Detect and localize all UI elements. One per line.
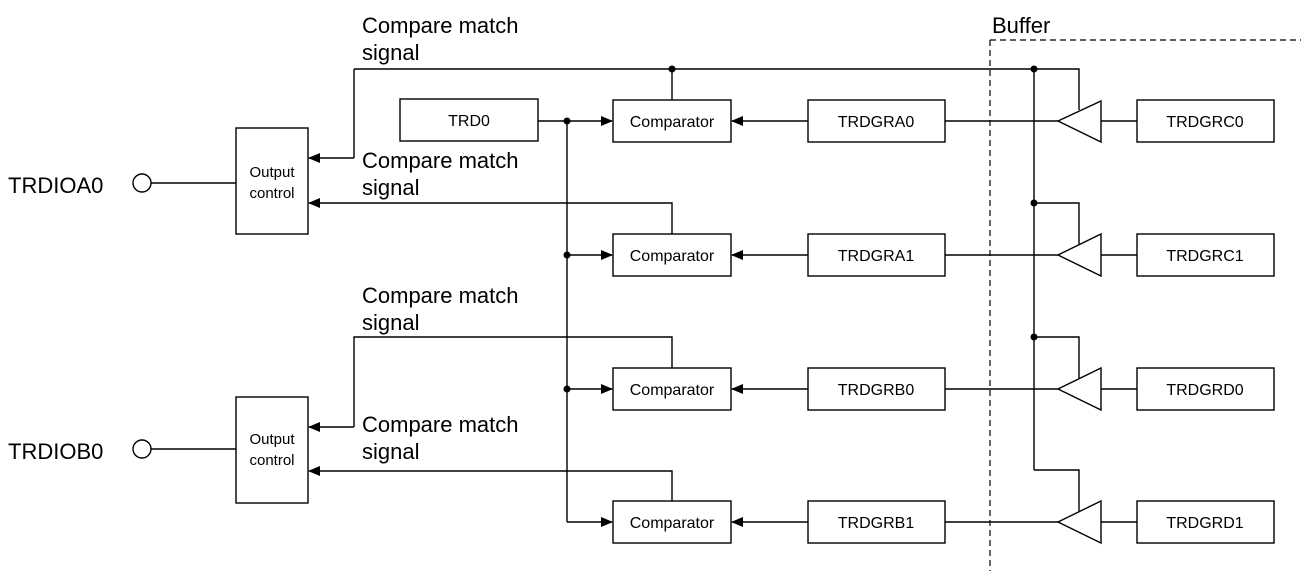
- output-control-line1: Output: [249, 431, 295, 448]
- compare-match-line2: signal: [362, 175, 419, 200]
- register-trdgrc1: TRDGRC1: [1136, 233, 1275, 277]
- comparator-label: Comparator: [630, 382, 715, 399]
- register-trdgrd0: TRDGRD0: [1136, 367, 1275, 411]
- register-label: TRDGRB1: [838, 515, 915, 532]
- register-trdgra0: TRDGRA0: [807, 99, 946, 143]
- terminal-pin-a-icon: [132, 173, 152, 193]
- comparator-label: Comparator: [630, 114, 715, 131]
- register-trdgrc0: TRDGRC0: [1136, 99, 1275, 143]
- comparator-3: Comparator: [612, 367, 732, 411]
- register-label: TRDGRC0: [1166, 114, 1243, 131]
- register-label: TRDGRA0: [838, 114, 915, 131]
- output-control-line1: Output: [249, 164, 295, 181]
- output-control-line2: control: [249, 452, 294, 469]
- compare-match-line2: signal: [362, 40, 419, 65]
- comparator-label: Comparator: [630, 248, 715, 265]
- comparator-4: Comparator: [612, 500, 732, 544]
- buffer-gate-2: [945, 202, 1137, 278]
- comparator-1: Comparator: [612, 99, 732, 143]
- buffer-gate-4: [945, 469, 1137, 545]
- comparator-2: Comparator: [612, 233, 732, 277]
- compare-match-line1: Compare match: [362, 13, 519, 38]
- compare-match-line2: signal: [362, 439, 419, 464]
- compare-match-label-3: Compare match signal: [362, 283, 519, 335]
- register-trdgra1: TRDGRA1: [807, 233, 946, 277]
- output-control-b: Output control: [235, 396, 309, 504]
- output-control-line2: control: [249, 185, 294, 202]
- comparator-label: Comparator: [630, 515, 715, 532]
- compare-match-label-2: Compare match signal: [362, 148, 519, 200]
- buffer-label: Buffer: [992, 13, 1050, 38]
- compare-match-label-4: Compare match signal: [362, 412, 519, 464]
- register-label: TRDGRC1: [1166, 248, 1243, 265]
- register-trdgrd1: TRDGRD1: [1136, 500, 1275, 544]
- output-control-a: Output control: [235, 127, 309, 235]
- compare-match-line1: Compare match: [362, 412, 519, 437]
- compare-match-line1: Compare match: [362, 283, 519, 308]
- junction-dot: [1030, 199, 1038, 207]
- buffer-gate-1: [945, 68, 1137, 144]
- junction-dot: [1030, 333, 1038, 341]
- register-label: TRDGRD1: [1166, 515, 1243, 532]
- register-trdgrb0: TRDGRB0: [807, 367, 946, 411]
- buffer-gate-3: [945, 336, 1137, 412]
- register-label: TRDGRD0: [1166, 382, 1243, 399]
- buffer-region: Buffer: [989, 13, 1301, 571]
- counter-trd0: TRD0: [399, 98, 539, 142]
- terminal-label-trdiob0: TRDIOB0: [8, 439, 103, 464]
- register-label: TRDGRB0: [838, 382, 915, 399]
- compare-match-line2: signal: [362, 310, 419, 335]
- register-label: TRDGRA1: [838, 248, 915, 265]
- compare-match-line1: Compare match: [362, 148, 519, 173]
- compare-match-label-1: Compare match signal: [362, 13, 519, 65]
- counter-label: TRD0: [448, 113, 490, 130]
- terminal-label-trdioa0: TRDIOA0: [8, 173, 103, 198]
- register-trdgrb1: TRDGRB1: [807, 500, 946, 544]
- terminal-pin-b-icon: [132, 439, 152, 459]
